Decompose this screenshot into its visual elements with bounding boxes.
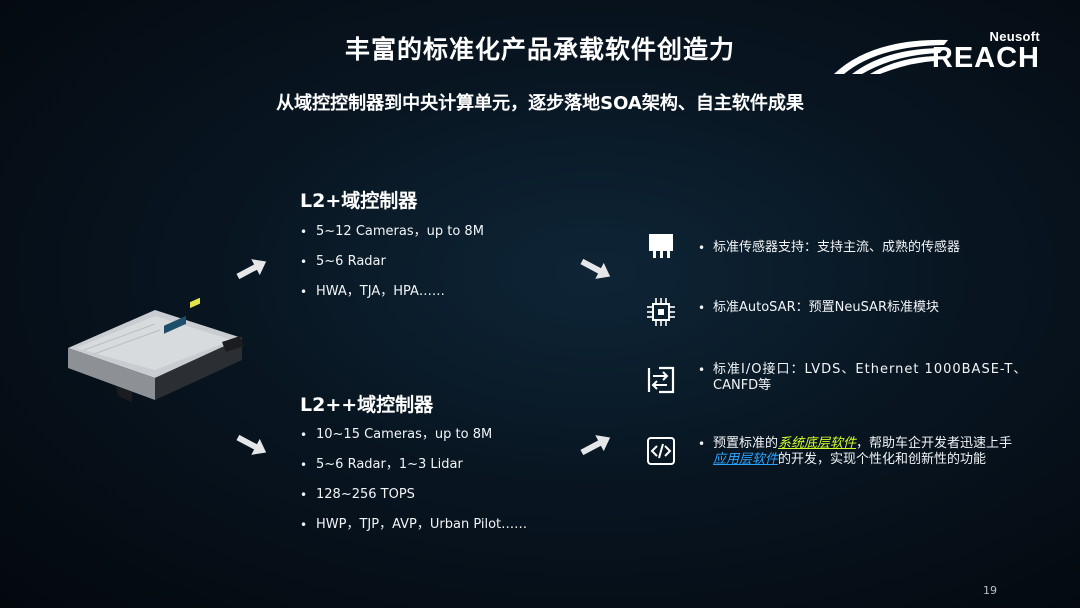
list-item: 5~6 Radar，1~3 Lidar <box>300 457 527 487</box>
arrow-down-right-icon <box>580 258 611 279</box>
logo-neusoft-text: Neusoft <box>989 29 1040 44</box>
logo-swoosh-icon <box>834 39 948 74</box>
l2plus-spec-list: 5~12 Cameras，up to 8M 5~6 Radar HWA，TJA，… <box>300 224 484 314</box>
list-item: 10~15 Cameras，up to 8M <box>300 427 527 457</box>
feature-autosar: 标准AutoSAR：预置NeuSAR标准模块 <box>698 300 1048 316</box>
arrow-up-right-icon <box>580 435 611 456</box>
feature-text-prefix: 预置标准的 <box>713 436 779 451</box>
l2plusplus-spec-list: 10~15 Cameras，up to 8M 5~6 Radar，1~3 Lid… <box>300 427 527 547</box>
section-heading-l2plusplus: L2++域控制器 <box>300 394 434 416</box>
page-number: 19 <box>983 584 997 597</box>
feature-text-suffix: 的开发，实现个性化和创新性的功能 <box>778 452 987 467</box>
list-item: 5~6 Radar <box>300 254 484 284</box>
highlight-system-software: 系统底层软件 <box>778 436 857 451</box>
list-item: HWP，TJP，AVP，Urban Pilot…… <box>300 517 527 547</box>
feature-io-text-line1: 标准I/O接口：LVDS、Ethernet 1000BASE-T、 <box>713 362 1028 377</box>
slide-title: 丰富的标准化产品承载软件创造力 <box>344 35 735 64</box>
logo-reach-text: REACH <box>931 42 1040 74</box>
interface-icon <box>647 366 675 394</box>
feature-io-interface: 标准I/O接口：LVDS、Ethernet 1000BASE-T、 CANFD等 <box>698 362 1048 394</box>
highlight-application-software: 应用层软件 <box>713 452 779 467</box>
sensor-icon <box>649 234 673 258</box>
list-item: HWA，TJA，HPA…… <box>300 284 484 314</box>
code-icon <box>647 437 675 465</box>
section-heading-l2plus: L2+域控制器 <box>300 190 418 212</box>
arrow-down-right-icon <box>236 434 267 455</box>
feature-sensor-support: 标准传感器支持：支持主流、成熟的传感器 <box>698 240 1048 256</box>
list-item: 128~256 TOPS <box>300 487 527 517</box>
slide-subtitle: 从域控控制器到中央计算单元，逐步落地SOA架构、自主软件成果 <box>276 93 804 114</box>
feature-text-middle: ，帮助车企开发者迅速上手 <box>856 436 1013 451</box>
neusoft-reach-logo: Neusoft REACH <box>832 28 1044 78</box>
arrow-up-right-icon <box>236 259 267 280</box>
feature-io-text-line2: CANFD等 <box>713 378 772 393</box>
chip-icon <box>647 298 675 326</box>
feature-preset-software: 预置标准的系统底层软件，帮助车企开发者迅速上手 应用层软件的开发，实现个性化和创… <box>698 436 1048 468</box>
list-item: 5~12 Cameras，up to 8M <box>300 224 484 254</box>
domain-controller-device-image <box>68 298 244 402</box>
